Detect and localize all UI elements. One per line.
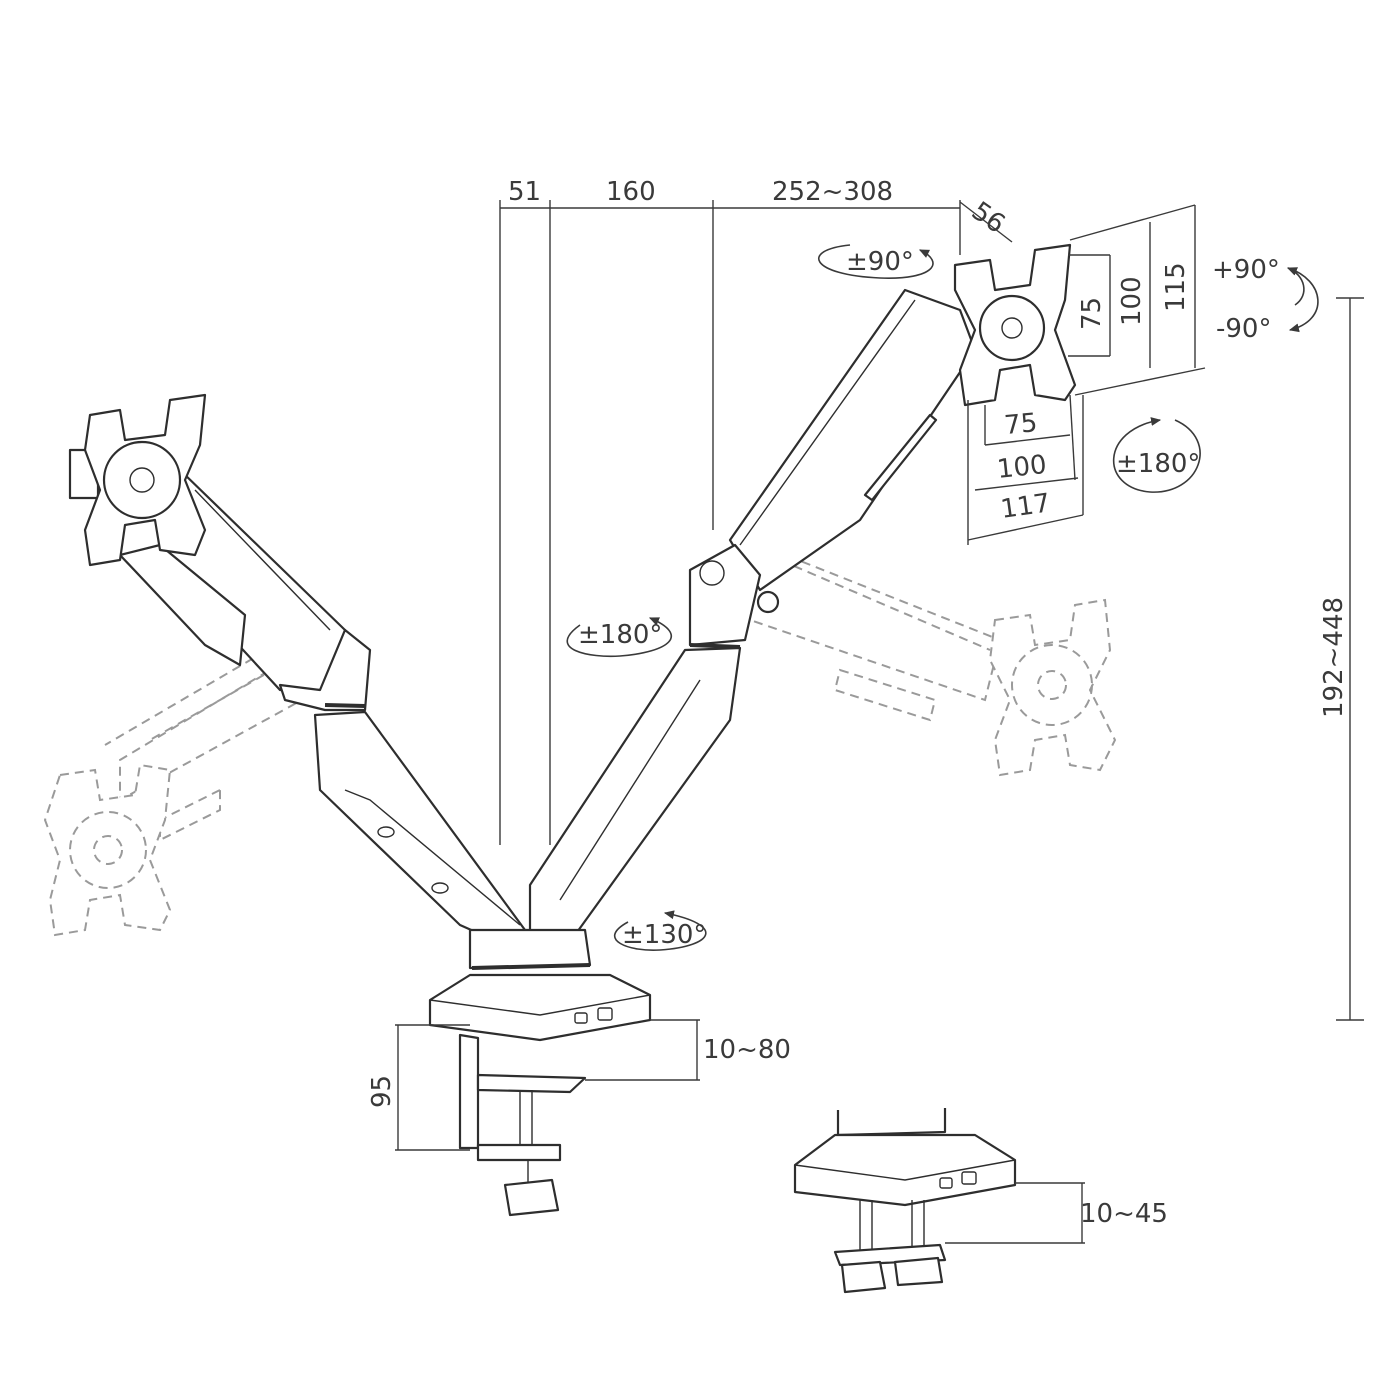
left-forearm: [313, 710, 527, 947]
ghost-right-arm: [749, 544, 1002, 722]
vesa-vertical-large-label: 115: [1161, 262, 1191, 312]
rotate-plate-label: ±180°: [1116, 449, 1200, 479]
vesa-horizontal-mid-label: 100: [996, 450, 1049, 485]
vesa-vertical-small-label: 75: [1077, 297, 1107, 330]
arm-offset-label: 51: [508, 177, 541, 207]
clamp-desk-thickness-label: 10~80: [703, 1035, 791, 1065]
grommet-base: [793, 1108, 1017, 1294]
ghost-left-vesa-plate: [43, 763, 172, 937]
left-vesa-plate: [68, 393, 207, 567]
height-dimension-line: [1336, 297, 1364, 1021]
swivel-base-label: ±130°: [622, 920, 706, 950]
right-forearm: [528, 646, 742, 937]
plate-depth-label: 56: [966, 196, 1010, 240]
ghost-right-vesa-plate: [988, 598, 1117, 777]
tilt-up-label: +90°: [1212, 255, 1280, 285]
tilt-arrow: [1286, 267, 1319, 333]
swivel-top-label: ±90°: [846, 247, 914, 277]
swivel-middle-arrow: [566, 617, 673, 658]
swivel-middle-label: ±180°: [578, 620, 662, 650]
arm-spacing-label: 160: [606, 177, 656, 207]
height-range-label: 192~448: [1319, 597, 1349, 718]
right-elbow-joint: [688, 543, 780, 649]
right-vesa-plate: [953, 243, 1077, 407]
vesa-horizontal-large-label: 117: [999, 488, 1052, 525]
vesa-dimension-lines: [967, 204, 1206, 545]
c-clamp: [458, 1033, 587, 1217]
tilt-down-label: -90°: [1216, 314, 1271, 344]
vesa-horizontal-small-label: 75: [1003, 408, 1039, 441]
arm-reach-label: 252~308: [772, 177, 893, 207]
clamp-base: [428, 973, 652, 1042]
swivel-base-arrow: [613, 910, 707, 952]
top-dimension-lines: [499, 200, 1013, 845]
left-elbow-joint: [278, 628, 372, 712]
vesa-vertical-mid-label: 100: [1117, 276, 1147, 326]
clamp-height-label: 95: [367, 1075, 397, 1108]
grommet-dimension-lines: [945, 1182, 1085, 1244]
right-upper-arm: [728, 288, 977, 592]
center-pole: [468, 928, 592, 970]
swivel-top-arrow: [818, 244, 934, 279]
rotate-plate-arrow: [1112, 417, 1201, 493]
grommet-desk-thickness-label: 10~45: [1080, 1199, 1168, 1229]
clamp-dimension-lines: [395, 1019, 700, 1151]
